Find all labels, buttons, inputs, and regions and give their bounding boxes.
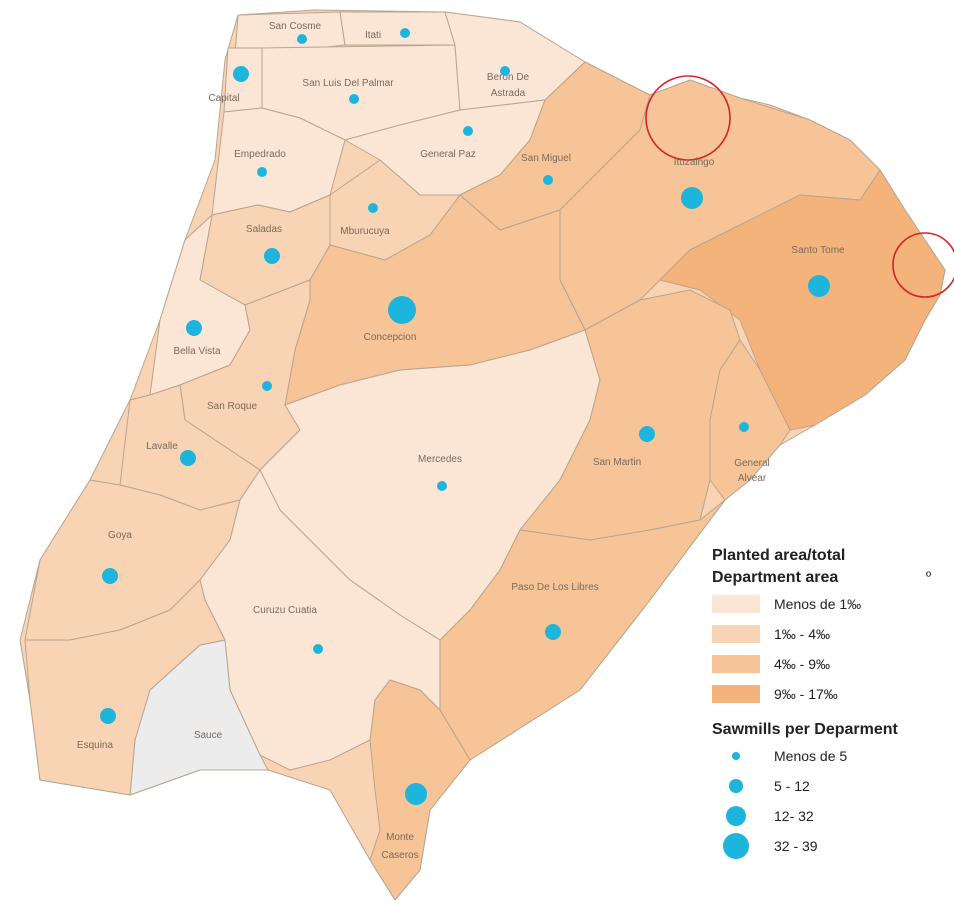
dept-label-beron-de-astrada-line-1: Beron De <box>487 72 530 83</box>
sawmill-marker-itati <box>400 28 410 38</box>
dept-label-san-miguel: San Miguel <box>521 153 571 164</box>
dept-esquina <box>24 579 226 796</box>
sawmill-marker-capital <box>233 66 249 82</box>
dept-label-monte-caseros-line-1: Monte <box>386 832 414 843</box>
dept-label-itati: Itati <box>365 30 381 41</box>
legend-sawmill-class-2: 5 - 12 <box>712 771 947 801</box>
sawmill-marker-bella-vista <box>186 320 202 336</box>
dept-label-empedrado: Empedrado <box>234 149 286 160</box>
dept-itati <box>339 11 456 46</box>
sawmill-marker-san-roque <box>262 381 272 391</box>
sawmill-marker-curuzu-cuatia <box>313 644 323 654</box>
sawmill-marker-san-martin <box>639 426 655 442</box>
dept-label-general-alvear-line-1: General <box>734 458 770 469</box>
legend-dot-3 <box>726 806 746 826</box>
dept-label-santo-tome: Santo Tome <box>791 245 845 256</box>
legend-sawmill-class-3-label: 12- 32 <box>774 808 814 824</box>
legend-area-class-2-label: 1‰ - 4‰ <box>774 626 831 642</box>
legend-area-class-2: 1‰ - 4‰ <box>712 619 947 649</box>
sawmill-marker-monte-caseros <box>405 783 427 805</box>
sawmill-marker-san-luis-del-palmar <box>349 94 359 104</box>
legend-sawmill-class-3: 12- 32 <box>712 801 947 831</box>
legend-area-title-2: Department area <box>712 569 839 586</box>
sawmill-marker-empedrado <box>257 167 267 177</box>
dept-label-goya: Goya <box>108 530 132 541</box>
dept-label-capital: Capital <box>208 93 239 104</box>
sawmill-marker-san-miguel <box>543 175 553 185</box>
legend-area-class-1: Menos de 1‰ <box>712 589 947 619</box>
sawmill-marker-paso-de-los-libres <box>545 624 561 640</box>
dept-label-concepcion: Concepcion <box>364 332 417 343</box>
sawmill-marker-beron-de-astrada <box>500 66 510 76</box>
legend-area-class-4-label: 9‰ - 17‰ <box>774 686 838 702</box>
legend-area-class-3-label: 4‰ - 9‰ <box>774 656 831 672</box>
dept-label-san-roque: San Roque <box>207 401 257 412</box>
highlight-circle-ituzaingo <box>645 75 731 161</box>
dept-label-general-paz: General Paz <box>420 149 476 160</box>
dept-label-saladas: Saladas <box>246 224 282 235</box>
legend-swatch-2 <box>712 625 760 643</box>
dept-san-martin <box>519 289 741 541</box>
legend-sawmill-class-4-label: 32 - 39 <box>774 838 818 854</box>
sawmill-marker-goya <box>102 568 118 584</box>
dept-label-curuzu-cuatia: Curuzu Cuatia <box>253 605 317 616</box>
sawmill-marker-santo-tome <box>808 275 830 297</box>
dept-label-mercedes: Mercedes <box>418 454 462 465</box>
highlight-circle-santo-tome <box>892 232 954 298</box>
legend-area-class-1-label: Menos de 1‰ <box>774 596 862 612</box>
dept-label-beron-de-astrada-line-2: Astrada <box>491 88 526 99</box>
dept-label-san-martin: San Martin <box>593 457 641 468</box>
dept-label-lavalle: Lavalle <box>146 441 178 452</box>
sawmill-marker-mburucuya <box>368 203 378 213</box>
legend-swatch-3 <box>712 655 760 673</box>
legend-area-title-1: Planted area/total <box>712 547 846 564</box>
dept-label-paso-de-los-libres: Paso De Los Libres <box>511 582 598 593</box>
dept-general-alvear <box>709 339 791 501</box>
sawmill-marker-general-alvear <box>739 422 749 432</box>
legend-sawmill-class-2-label: 5 - 12 <box>774 778 810 794</box>
legend-area-class-3: 4‰ - 9‰ <box>712 649 947 679</box>
sawmill-marker-saladas <box>264 248 280 264</box>
sawmill-marker-san-cosme <box>297 34 307 44</box>
legend-dot-4 <box>723 833 749 859</box>
dept-label-ituzaingo: Ituzaingo <box>674 157 715 168</box>
sawmill-marker-lavalle <box>180 450 196 466</box>
legend-dot-2 <box>729 779 743 793</box>
dept-label-esquina: Esquina <box>77 740 114 751</box>
legend-swatch-4 <box>712 685 760 703</box>
dept-label-san-luis-del-palmar: San Luis Del Palmar <box>302 78 394 89</box>
legend-stray-mark: º <box>926 568 932 584</box>
sawmill-marker-mercedes <box>437 481 447 491</box>
sawmill-marker-concepcion <box>388 296 416 324</box>
map-legend: Planted area/total Department area Menos… <box>712 545 947 861</box>
dept-santo-tome <box>659 169 946 431</box>
legend-sawmill-title: Sawmills per Deparment <box>712 721 898 738</box>
sawmill-marker-esquina <box>100 708 116 724</box>
legend-swatch-1 <box>712 595 760 613</box>
dept-label-sauce: Sauce <box>194 730 223 741</box>
legend-area-class-4: 9‰ - 17‰ <box>712 679 947 709</box>
legend-sawmill-class-1: Menos de 5 <box>712 741 947 771</box>
sawmill-marker-general-paz <box>463 126 473 136</box>
dept-paso-de-los-libres <box>439 499 726 761</box>
dept-label-san-cosme: San Cosme <box>269 21 322 32</box>
dept-label-bella-vista: Bella Vista <box>173 346 221 357</box>
dept-label-general-alvear-line-2: Alvear <box>738 473 767 484</box>
dept-label-monte-caseros-line-2: Caseros <box>381 850 418 861</box>
legend-sawmill-class-4: 32 - 39 <box>712 831 947 861</box>
legend-dot-1 <box>732 752 740 760</box>
legend-sawmill-class-1-label: Menos de 5 <box>774 748 848 764</box>
dept-label-mburucuya: Mburucuya <box>340 226 390 237</box>
sawmill-marker-ituzaingo <box>681 187 703 209</box>
